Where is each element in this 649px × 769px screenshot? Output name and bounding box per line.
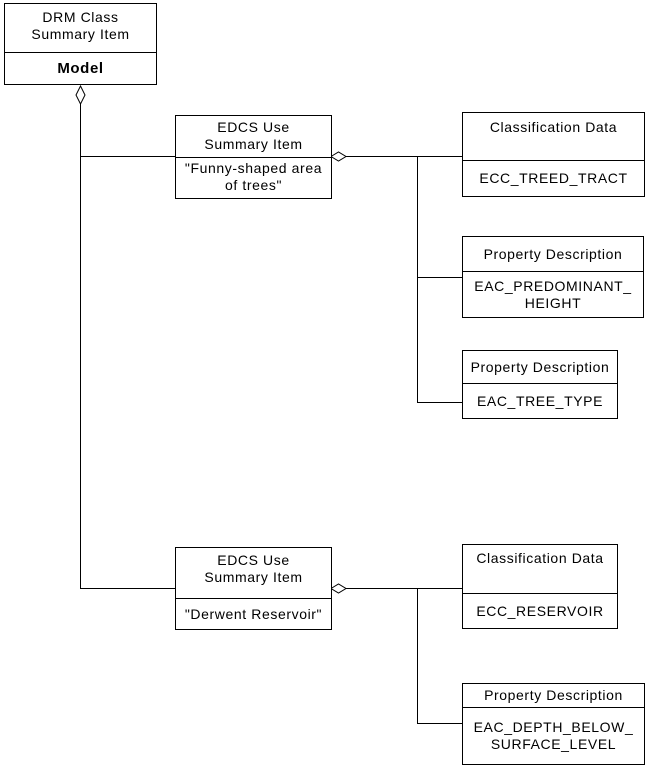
connector-branch-edcs1	[80, 156, 175, 157]
aggregation-diamond-icon	[75, 85, 86, 105]
box-value-compartment: "Derwent Reservoir"	[184, 605, 323, 622]
box-value-compartment: "Funny-shaped area of trees"	[184, 160, 323, 193]
connector-root-trunk	[80, 103, 81, 589]
classification-data-box-reservoir: Classification Data ECC_RESERVOIR	[462, 544, 618, 629]
connector-edcs1-to-class1	[346, 156, 462, 157]
box-value-compartment: ECC_RESERVOIR	[476, 602, 604, 619]
classification-data-box-treed-tract: Classification Data ECC_TREED_TRACT	[462, 112, 645, 197]
box-title-compartment: Property Description	[463, 351, 617, 384]
box-title-compartment: Property Description	[463, 237, 643, 272]
connector-branch-prop2	[417, 402, 462, 403]
aggregation-diamond-icon	[330, 151, 347, 162]
connector-branch-prop1	[417, 277, 462, 278]
connector-edcs2-trunk	[417, 588, 418, 723]
connector-edcs2-to-class2	[346, 588, 462, 589]
property-description-box-predominant-height: Property Description EAC_PREDOMINANT_ HE…	[462, 236, 644, 318]
box-title-compartment: DRM Class Summary Item	[5, 4, 156, 53]
box-value-compartment: EAC_TREE_TYPE	[476, 392, 604, 409]
property-description-box-tree-type: Property Description EAC_TREE_TYPE	[462, 350, 618, 419]
box-title-compartment: EDCS Use Summary Item	[176, 548, 331, 599]
connector-edcs1-trunk	[417, 156, 418, 402]
box-title-compartment: Classification Data	[463, 545, 617, 594]
box-title-compartment: EDCS Use Summary Item	[176, 116, 331, 158]
box-title-compartment: Property Description	[463, 684, 644, 708]
box-value-compartment: EAC_DEPTH_BELOW_ SURFACE_LEVEL	[473, 719, 634, 752]
connector-branch-edcs2	[80, 588, 175, 589]
edcs-use-summary-item-box-trees: EDCS Use Summary Item "Funny-shaped area…	[175, 115, 332, 199]
property-description-box-depth-below-surface: Property Description EAC_DEPTH_BELOW_ SU…	[462, 683, 645, 765]
box-title-compartment: Classification Data	[463, 113, 644, 161]
aggregation-diamond-icon	[330, 583, 347, 594]
box-value-compartment: ECC_TREED_TRACT	[479, 170, 628, 186]
drm-class-summary-item-box: DRM Class Summary Item Model	[4, 3, 157, 85]
box-value-compartment: EAC_PREDOMINANT_ HEIGHT	[474, 277, 632, 311]
connector-branch-prop3	[417, 723, 462, 724]
box-value-compartment: Model	[57, 60, 104, 77]
edcs-use-summary-item-box-reservoir: EDCS Use Summary Item "Derwent Reservoir…	[175, 547, 332, 630]
